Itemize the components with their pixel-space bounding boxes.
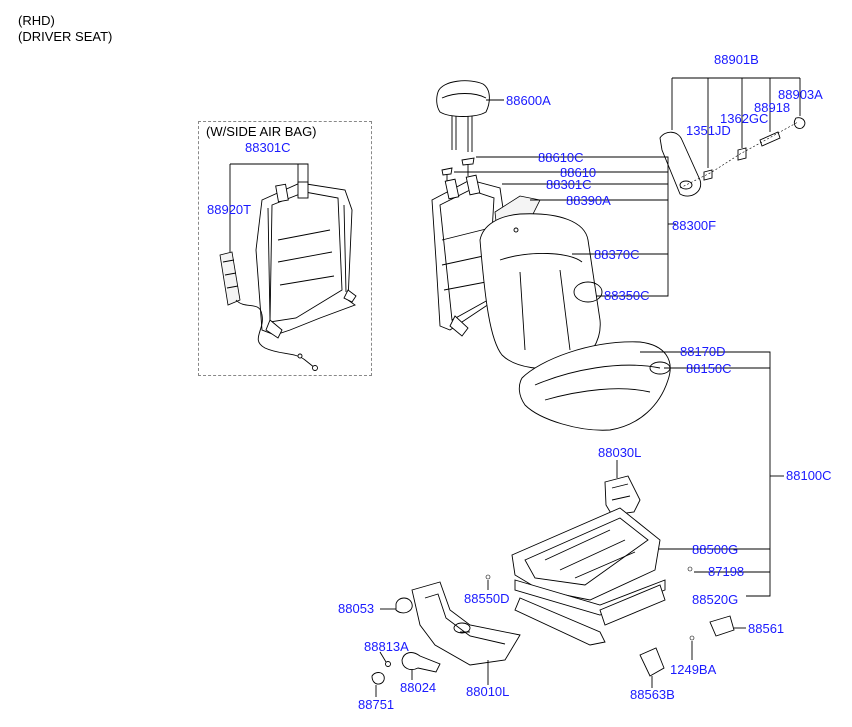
part-88563b[interactable]: 88563B — [630, 687, 675, 702]
header-driver-seat: (DRIVER SEAT) — [18, 29, 113, 44]
part-88150c[interactable]: 88150C — [686, 361, 732, 376]
part-88600a[interactable]: 88600A — [506, 93, 551, 108]
cushion-frame-drawing — [511, 507, 666, 646]
part-88920t[interactable]: 88920T — [207, 202, 252, 217]
part-88030l[interactable]: 88030L — [598, 445, 642, 460]
part-88520g[interactable]: 88520G — [692, 592, 739, 607]
part-1351jd[interactable]: 1351JD — [686, 123, 731, 138]
part-88610c[interactable]: 88610C — [538, 150, 584, 165]
part-88170d[interactable]: 88170D — [680, 344, 726, 359]
part-88390a[interactable]: 88390A — [566, 193, 611, 208]
part-88053[interactable]: 88053 — [338, 601, 375, 616]
part-88370c[interactable]: 88370C — [594, 247, 640, 262]
inset-title: (W/SIDE AIR BAG) — [206, 124, 317, 139]
part-88901b[interactable]: 88901B — [714, 52, 759, 67]
side-airbag-inset-frame — [198, 121, 372, 376]
headrest-drawing — [436, 80, 490, 152]
part-88024[interactable]: 88024 — [400, 680, 437, 695]
part-88500g[interactable]: 88500G — [692, 542, 739, 557]
recliner-cover-drawing — [659, 117, 806, 197]
part-88550d[interactable]: 88550D — [464, 591, 510, 606]
part-88100c[interactable]: 88100C — [786, 468, 832, 483]
part-88561[interactable]: 88561 — [748, 621, 785, 636]
side-shield-drawing — [411, 581, 521, 666]
part-88903a[interactable]: 88903A — [778, 87, 823, 102]
part-88350c[interactable]: 88350C — [604, 288, 650, 303]
part-88301c-inset[interactable]: 88301C — [245, 140, 291, 155]
back-cover-drawing — [479, 213, 603, 370]
inset-backframe-drawing — [219, 181, 357, 371]
part-88918[interactable]: 88918 — [754, 100, 791, 115]
part-87198[interactable]: 87198 — [708, 564, 745, 579]
part-88751[interactable]: 88751 — [358, 697, 395, 712]
part-88010l[interactable]: 88010L — [466, 684, 510, 699]
header-rhd: (RHD) — [18, 13, 55, 28]
part-88301c[interactable]: 88301C — [546, 177, 592, 192]
part-88610[interactable]: 88610 — [560, 165, 597, 180]
part-88300f[interactable]: 88300F — [672, 218, 717, 233]
bracket-88030l-drawing — [604, 475, 641, 516]
part-1249ba[interactable]: 1249BA — [670, 662, 717, 677]
part-1362gc[interactable]: 1362GC — [720, 111, 769, 126]
part-88813a[interactable]: 88813A — [364, 639, 409, 654]
cushion-cover-drawing — [518, 341, 671, 431]
